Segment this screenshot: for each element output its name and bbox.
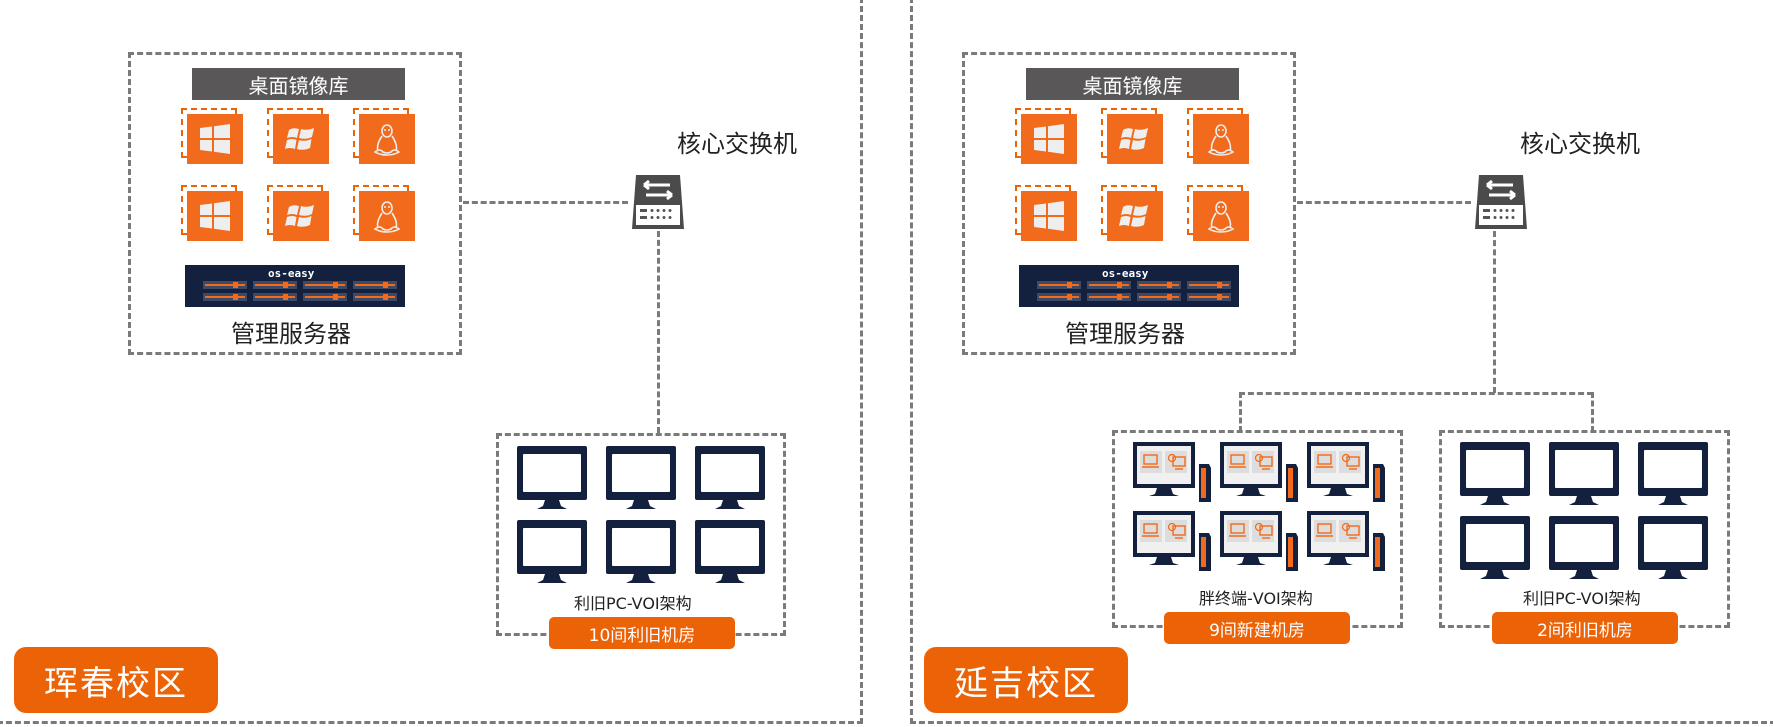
campus-frame-yanji [910,0,1773,724]
pc-monitor-icon [1549,442,1619,508]
pc-monitor-icon [1549,516,1619,582]
linux-icon [359,114,415,164]
link-server-switch [463,201,628,204]
pc-monitor-icon [1460,516,1530,582]
windows-7-icon [1107,114,1163,164]
link-server-switch [1297,201,1471,204]
drive-bay [1037,281,1081,289]
pc-monitor-icon [517,446,587,512]
drive-bay [1137,281,1181,289]
drive-bay [1087,281,1131,289]
linux-icon [1193,191,1249,241]
core-switch-icon [1473,173,1529,235]
server-rack: os-easy [1019,265,1239,307]
management-server-label: 管理服务器 [231,320,351,348]
management-server-label: 管理服务器 [1065,320,1185,348]
windows-10-image-tile [181,108,243,164]
windows-7-icon [273,191,329,241]
core-switch-label: 核心交换机 [1520,130,1640,158]
windows-7-icon [1107,191,1163,241]
windows-7-image-tile [1101,108,1163,164]
pc-monitor-icon [1460,442,1530,508]
drive-bay [253,281,297,289]
linux-image-tile [1187,185,1249,241]
room-count-badge: 9间新建机房 [1164,612,1350,644]
windows-10-image-tile [1015,108,1077,164]
windows-10-image-tile [181,185,243,241]
room-count-badge: 10间利旧机房 [549,617,735,649]
fat-client-terminal-icon [1220,511,1302,573]
pc-monitor-icon [1638,442,1708,508]
link-branch-fat-client [1239,392,1242,432]
server-rack: os-easy [185,265,405,307]
management-server-group [962,52,1296,355]
drive-bay [1037,293,1081,301]
fat-client-terminal-icon [1307,442,1389,504]
linux-icon [1193,114,1249,164]
server-brand: os-easy [268,267,315,280]
room-architecture-label: 胖终端-VOI架构 [1199,589,1313,608]
linux-icon [359,191,415,241]
pc-monitor-icon [606,446,676,512]
drive-bay [1187,281,1231,289]
core-switch-icon [630,173,686,235]
drive-bay [203,281,247,289]
drive-bay [253,293,297,301]
windows-7-image-tile [267,108,329,164]
linux-image-tile [353,108,415,164]
room-count-badge: 2间利旧机房 [1492,612,1678,644]
fat-client-terminal-icon [1133,442,1215,504]
pc-monitor-icon [517,520,587,586]
fat-client-terminal-icon [1220,442,1302,504]
windows-7-image-tile [1101,185,1163,241]
drive-bay [303,293,347,301]
pc-monitor-icon [695,446,765,512]
room-architecture-label: 利旧PC-VOI架构 [574,594,692,613]
drive-bay [303,281,347,289]
pc-monitor-icon [606,520,676,586]
fat-client-terminal-icon [1307,511,1389,573]
windows-10-icon [187,191,243,241]
link-branch-legacy-pc [1591,392,1594,432]
link-switch-branch [1493,231,1496,393]
campus-frame-hunchun [0,0,863,724]
pc-monitor-icon [695,520,765,586]
server-brand: os-easy [1102,267,1149,280]
management-server-group [128,52,462,355]
windows-7-icon [273,114,329,164]
link-switch-room [657,231,660,433]
linux-image-tile [1187,108,1249,164]
image-repository-title: 桌面镜像库 [192,68,405,100]
fat-client-terminal-icon [1133,511,1215,573]
room-architecture-label: 利旧PC-VOI架构 [1523,589,1641,608]
drive-bay [353,281,397,289]
campus-label-yanji: 延吉校区 [924,647,1128,713]
windows-10-icon [1021,191,1077,241]
campus-label-hunchun: 珲春校区 [14,647,218,713]
core-switch-label: 核心交换机 [677,130,797,158]
drive-bay [1187,293,1231,301]
drive-bay [1137,293,1181,301]
pc-monitor-icon [1638,516,1708,582]
windows-10-icon [187,114,243,164]
drive-bay [203,293,247,301]
windows-7-image-tile [267,185,329,241]
link-branch-horizontal [1239,392,1593,395]
linux-image-tile [353,185,415,241]
drive-bay [353,293,397,301]
windows-10-icon [1021,114,1077,164]
drive-bay [1087,293,1131,301]
windows-10-image-tile [1015,185,1077,241]
image-repository-title: 桌面镜像库 [1026,68,1239,100]
